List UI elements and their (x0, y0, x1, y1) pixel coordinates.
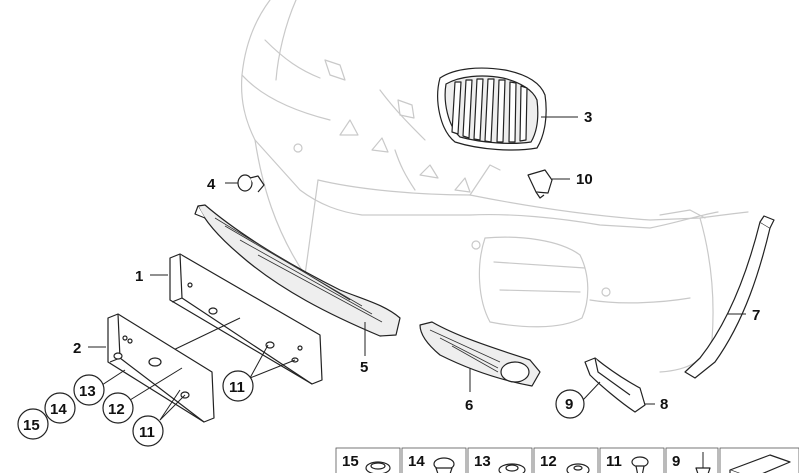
wheel-arch-trim (684, 215, 775, 379)
legend-number-11: 11 (606, 453, 622, 470)
side-bracket (584, 357, 646, 413)
callout-label-10: 10 (576, 171, 593, 188)
legend-item-9: 9 (665, 447, 719, 473)
kidney-grille (437, 67, 547, 151)
callout-label-4: 4 (207, 176, 216, 193)
legend-item-12: 12 (533, 447, 599, 473)
callout-15-circle: 15 (17, 408, 49, 440)
callout-label-5: 5 (360, 359, 368, 376)
tow-hook-cover-left (237, 174, 265, 193)
callout-9-circle: 9 (555, 381, 601, 419)
licence-plate-holder (107, 313, 215, 423)
legend-item-13: 13 (467, 447, 533, 473)
callout-12-circle: 12 (102, 367, 183, 424)
grommet-icon (498, 463, 526, 473)
callout-label-6: 6 (465, 397, 473, 414)
legend-item-14: 14 (401, 447, 467, 473)
plug-icon (365, 461, 391, 473)
wedge-icon (729, 454, 791, 473)
fastener-legend: 15 14 13 12 (335, 447, 799, 473)
rivet-icon (631, 456, 649, 473)
legend-number-9: 9 (672, 453, 680, 470)
callout-13-circle: 13 (73, 369, 126, 406)
callout-label-9: 9 (565, 396, 573, 413)
licence-plate-base (169, 253, 323, 385)
legend-item-wedge (719, 447, 799, 473)
callout-label-11-left: 11 (139, 424, 155, 441)
callout-14-circle: 14 (44, 392, 76, 424)
callout-label-7: 7 (752, 307, 760, 324)
legend-item-11: 11 (599, 447, 665, 473)
bumper-ghost-outline (240, 0, 749, 373)
callout-label-2: 2 (73, 340, 81, 357)
callout-label-12: 12 (108, 401, 125, 418)
tow-hook-cover-right (527, 169, 553, 199)
callout-label-15: 15 (23, 417, 40, 434)
fog-lamp-grille (419, 321, 541, 387)
legend-number-13: 13 (474, 453, 491, 470)
center-lower-grille-trim (194, 204, 401, 337)
grille-bars (451, 78, 528, 143)
callout-label-3: 3 (584, 109, 592, 126)
legend-number-14: 14 (408, 453, 425, 470)
callout-label-11-right: 11 (229, 379, 245, 396)
callout-label-8: 8 (660, 396, 668, 413)
legend-number-15: 15 (342, 453, 359, 470)
callout-label-1: 1 (135, 268, 143, 285)
callout-label-14: 14 (50, 401, 67, 418)
callout-11-circle-right: 11 (222, 344, 296, 402)
callout-label-13: 13 (79, 383, 96, 400)
screw-icon (695, 452, 711, 473)
legend-number-12: 12 (540, 453, 557, 470)
clip-icon (433, 457, 455, 473)
legend-item-15: 15 (335, 447, 401, 473)
callout-11-circle-left: 11 (132, 389, 186, 447)
nut-icon (566, 463, 590, 473)
